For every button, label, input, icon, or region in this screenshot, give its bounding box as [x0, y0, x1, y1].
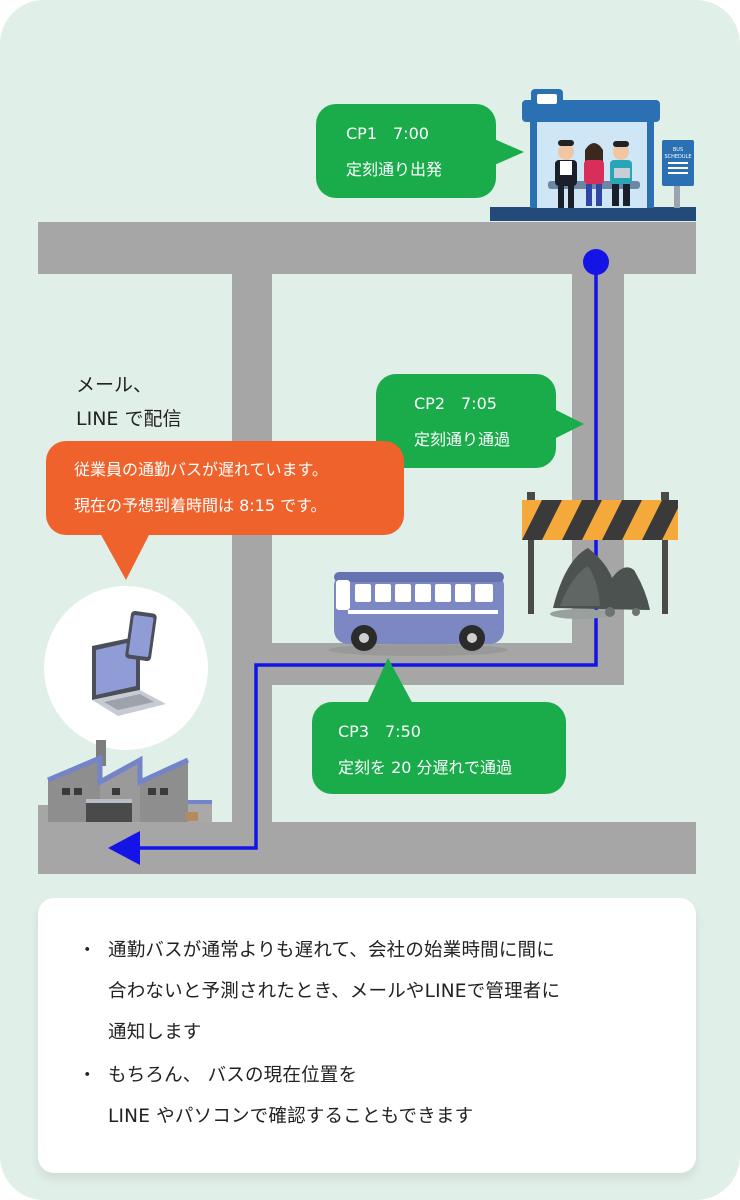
factory-building — [47, 740, 212, 822]
note-item-1: ・ 通勤バスが通常よりも遅れて、会社の始業時間に間に 合わないと予測されたとき、… — [78, 930, 682, 1053]
waiting-passengers — [555, 140, 632, 208]
feature-notes-panel: ・ 通勤バスが通常よりも遅れて、会社の始業時間に間に 合わないと予測されたとき、… — [38, 898, 696, 1173]
sign-text-line1: BUS — [673, 147, 683, 153]
note-bullet: ・ — [78, 1065, 97, 1086]
note-2-line-2: LINE やパソコンで確認することもできます — [108, 1106, 474, 1127]
channel-label-line1: メール、 — [76, 374, 152, 396]
cp3-status: 定刻を 20 分遅れで通過 — [338, 758, 512, 777]
bus-stop-illustration: BUS SCHEDULE — [490, 89, 696, 221]
alert-message-line2: 現在の予想到着時間は 8:15 です。 — [74, 496, 327, 515]
cp1-title: CP1 7:00 — [346, 124, 429, 143]
checkpoint-cp1-bubble: CP1 7:00 定刻通り出発 — [316, 104, 524, 198]
cp1-status: 定刻通り出発 — [346, 160, 442, 179]
commuter-bus — [328, 572, 508, 656]
note-item-2: ・ もちろん、 バスの現在位置を LINE やパソコンで確認することもできます — [78, 1055, 682, 1137]
cp3-title: CP3 7:50 — [338, 722, 421, 741]
note-bullet: ・ — [78, 940, 97, 961]
road-closure-barrier — [522, 492, 678, 614]
note-1-line-2: 合わないと予測されたとき、メールやLINEで管理者に — [108, 981, 561, 1002]
checkpoint-cp2-bubble: CP2 7:05 定刻通り通過 — [376, 374, 584, 468]
admin-device-illustration — [44, 586, 208, 750]
fallen-rocks — [550, 548, 650, 619]
note-2-line-1: もちろん、 バスの現在位置を — [108, 1065, 358, 1086]
sign-text-line2: SCHEDULE — [664, 154, 691, 160]
tablet-icon — [125, 610, 157, 662]
bus-stop-platform — [490, 207, 696, 221]
cp2-title: CP2 7:05 — [414, 394, 497, 413]
checkpoint-cp3-bubble: CP3 7:50 定刻を 20 分遅れで通過 — [312, 658, 566, 794]
alert-message-line1: 従業員の通勤バスが遅れています。 — [74, 460, 328, 479]
channel-label-line2: LINE で配信 — [76, 408, 181, 430]
route-end-arrow — [108, 831, 140, 865]
route-diagram: BUS SCHEDULE CP1 7:00 定刻通り出発 CP2 7:05 定刻… — [38, 89, 696, 874]
route-start-dot — [583, 249, 609, 275]
delay-alert-bubble: 従業員の通勤バスが遅れています。 現在の予想到着時間は 8:15 です。 — [46, 441, 404, 580]
bus-schedule-sign: BUS SCHEDULE — [662, 140, 694, 208]
cp2-status: 定刻通り通過 — [414, 430, 510, 449]
note-1-line-3: 通知します — [108, 1022, 202, 1043]
note-1-line-1: 通勤バスが通常よりも遅れて、会社の始業時間に間に — [108, 940, 555, 961]
